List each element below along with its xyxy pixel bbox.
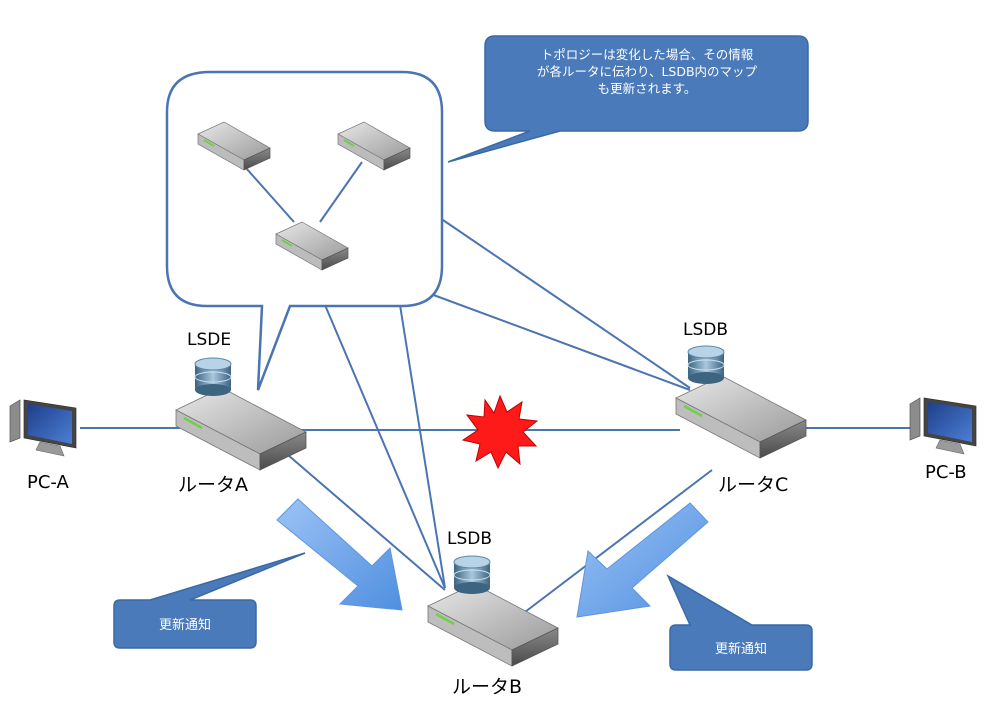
info-callout-text: トポロジーは変化した場合、その情報 が各ルータに伝わり、LSDB内のマップ も更… [492,46,802,97]
link-routera-routerb [287,454,446,591]
note-left-text: 更新通知 [158,618,211,633]
info-callout-line-3: も更新されます。 [597,81,697,96]
router-c-label: ルータC [718,474,789,496]
pc-a-label: PC-A [27,472,69,493]
router-c-icon [675,375,807,459]
database-icon-a [194,357,232,396]
database-icon-b [453,555,491,594]
database-icon-c [687,345,725,384]
lsdb-label-b: LSDB [447,529,493,549]
topology-bubble [165,70,444,391]
info-callout [447,35,809,163]
router-b-icon [427,583,559,667]
info-callout-line-2: が各ルータに伝わり、LSDB内のマップ [536,64,758,79]
note-right-text: 更新通知 [714,642,767,657]
callout-line-to-routerb-2 [399,304,446,589]
mini-router-icon [197,121,271,171]
router-b-label: ルータB [452,676,523,698]
router-a-label: ルータA [178,474,248,496]
update-arrow-left [276,498,403,611]
lsdb-label-a: LSDE [187,330,232,350]
pc-b-icon [909,397,977,455]
update-arrow-right [576,502,709,618]
info-callout-line-1: トポロジーは変化した場合、その情報 [540,47,754,62]
link-failure-burst-icon [461,394,539,470]
mini-router-icon [337,121,411,171]
callout-line-to-routerc-2 [419,289,691,391]
link-routerc-routerb [524,469,713,613]
callout-line-to-routerc-1 [439,217,691,389]
pc-b-label: PC-B [925,462,967,483]
mini-router-icon [275,221,349,271]
pc-a-icon [9,399,77,457]
note-right [666,574,813,671]
links [80,217,915,613]
lsdb-label-c: LSDB [683,320,729,340]
callout-line-to-routerb-1 [324,304,446,589]
router-a-icon [175,387,307,471]
note-left [113,552,306,649]
